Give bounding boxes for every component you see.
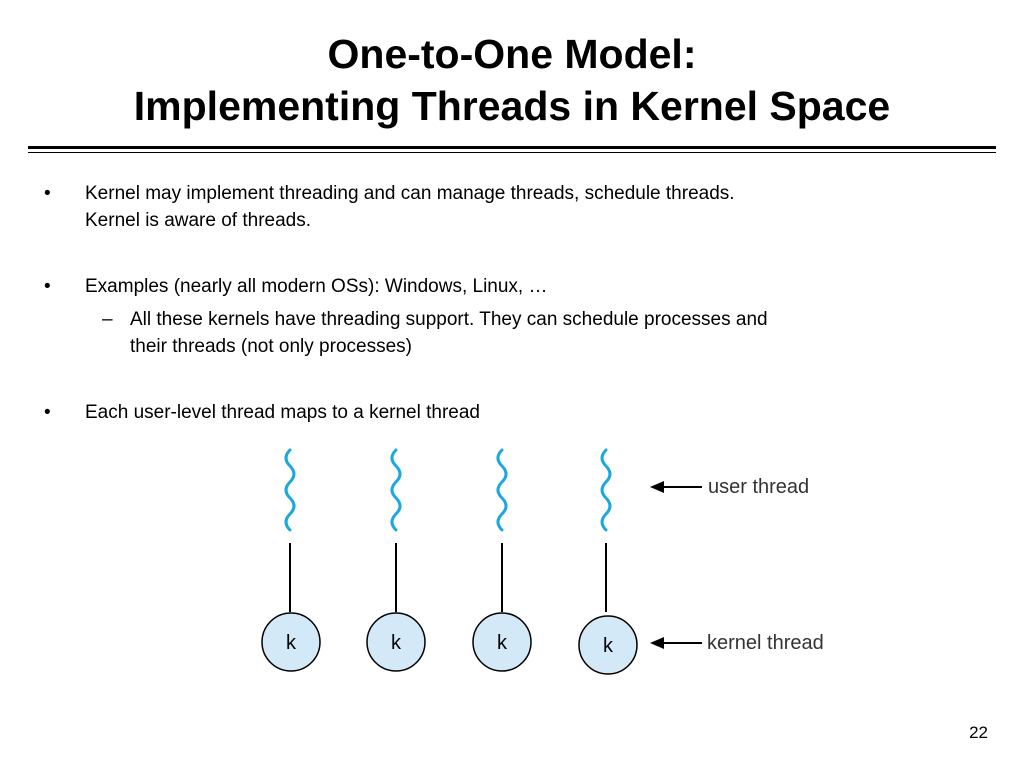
user-thread-pointer: user thread [650, 476, 809, 498]
sub-bullet-line-2: their threads (not only processes) [130, 336, 412, 357]
user-thread-squiggle-icon [390, 448, 402, 532]
kernel-thread-node: k [578, 615, 638, 675]
sub-bullet-marker: – [102, 309, 113, 330]
page-number: 22 [969, 723, 988, 742]
user-thread-squiggle-icon [496, 448, 508, 532]
user-thread-squiggle-icon [284, 448, 296, 532]
bullet-2-text: Examples (nearly all modern OSs): Window… [85, 273, 935, 300]
kernel-thread-node: k [366, 612, 426, 672]
bullet-2-line-1: Examples (nearly all modern OSs): Window… [85, 276, 548, 297]
slide-title: One-to-One Model: Implementing Threads i… [0, 28, 1024, 132]
sub-bullet-text: All these kernels have threading support… [130, 306, 930, 360]
arrowhead-icon [650, 637, 664, 649]
title-divider-thin [28, 152, 996, 153]
kernel-thread-node: k [261, 612, 321, 672]
bullet-3-text: Each user-level thread maps to a kernel … [85, 399, 935, 426]
bullet-marker: • [44, 183, 51, 204]
kernel-thread-label: k [497, 632, 508, 654]
bullet-marker: • [44, 402, 51, 423]
kernel-thread-pointer: kernel thread [650, 632, 824, 654]
title-line-2: Implementing Threads in Kernel Space [133, 83, 891, 129]
bullet-marker: • [44, 276, 51, 297]
one-to-one-diagram: k k k k user thread kernel thread [261, 448, 824, 675]
sub-bullet-line-1: All these kernels have threading support… [130, 309, 768, 330]
kernel-thread-label: k [391, 632, 402, 654]
kernel-thread-caption: kernel thread [707, 632, 824, 654]
title-divider-thick [28, 146, 996, 149]
user-thread-squiggle-icon [600, 448, 612, 532]
bullet-1-text: Kernel may implement threading and can m… [85, 180, 935, 234]
user-thread-caption: user thread [708, 476, 809, 498]
bullet-3-line-1: Each user-level thread maps to a kernel … [85, 402, 480, 423]
arrowhead-icon [650, 481, 664, 493]
kernel-thread-label: k [603, 635, 614, 657]
kernel-thread-node: k [472, 612, 532, 672]
kernel-thread-label: k [286, 632, 297, 654]
bullet-1-line-1: Kernel may implement threading and can m… [85, 183, 735, 204]
title-line-1: One-to-One Model: [327, 31, 697, 77]
bullet-1-line-2: Kernel is aware of threads. [85, 210, 312, 231]
